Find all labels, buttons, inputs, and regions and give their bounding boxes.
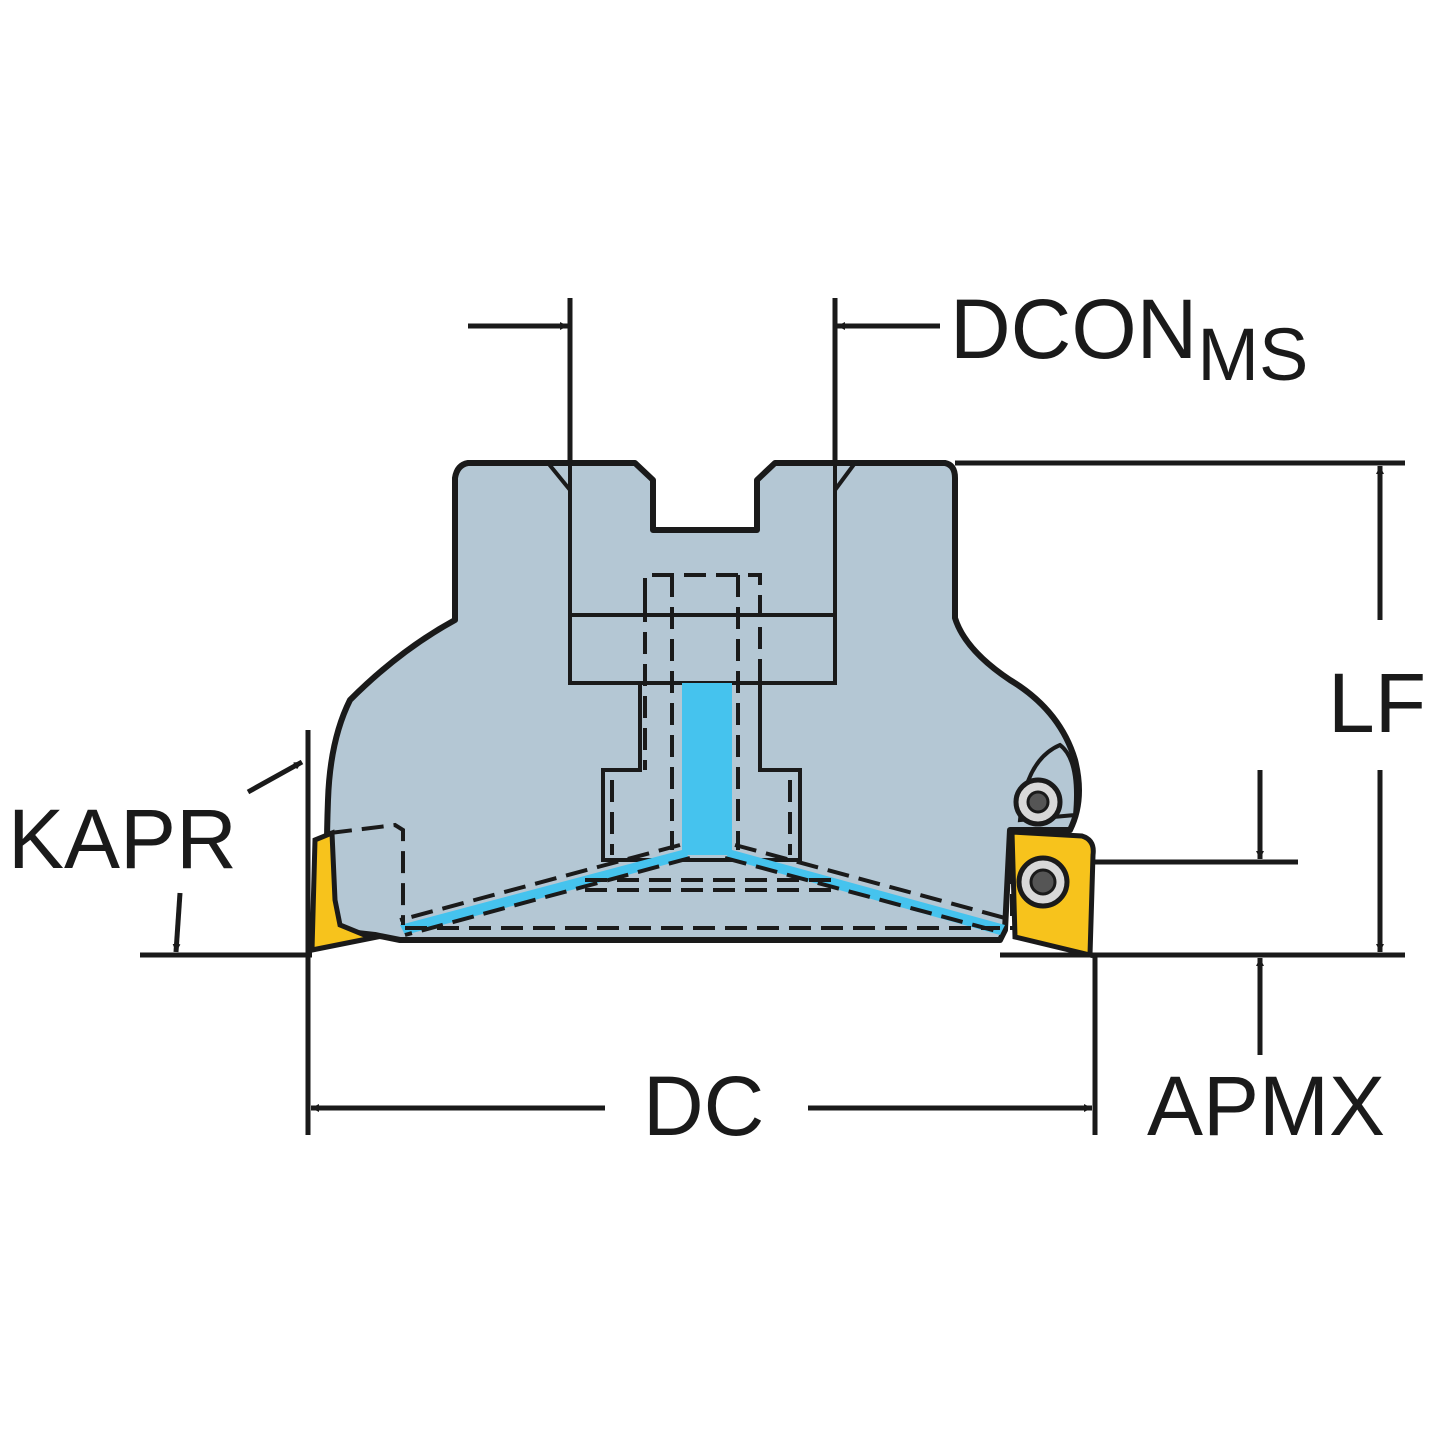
dimension-lines bbox=[140, 298, 1405, 1135]
insert-screw-icon bbox=[1016, 855, 1070, 909]
dcon-label: DCONMS bbox=[950, 282, 1308, 396]
apmx-label: APMX bbox=[1147, 1059, 1385, 1153]
dc-label: DC bbox=[643, 1059, 764, 1153]
left-insert bbox=[309, 829, 381, 954]
coolant-channel bbox=[400, 683, 1005, 935]
kapr-label: KAPR bbox=[8, 792, 237, 886]
clamp-screw-icon bbox=[1013, 742, 1078, 827]
lf-label: LF bbox=[1328, 656, 1426, 750]
